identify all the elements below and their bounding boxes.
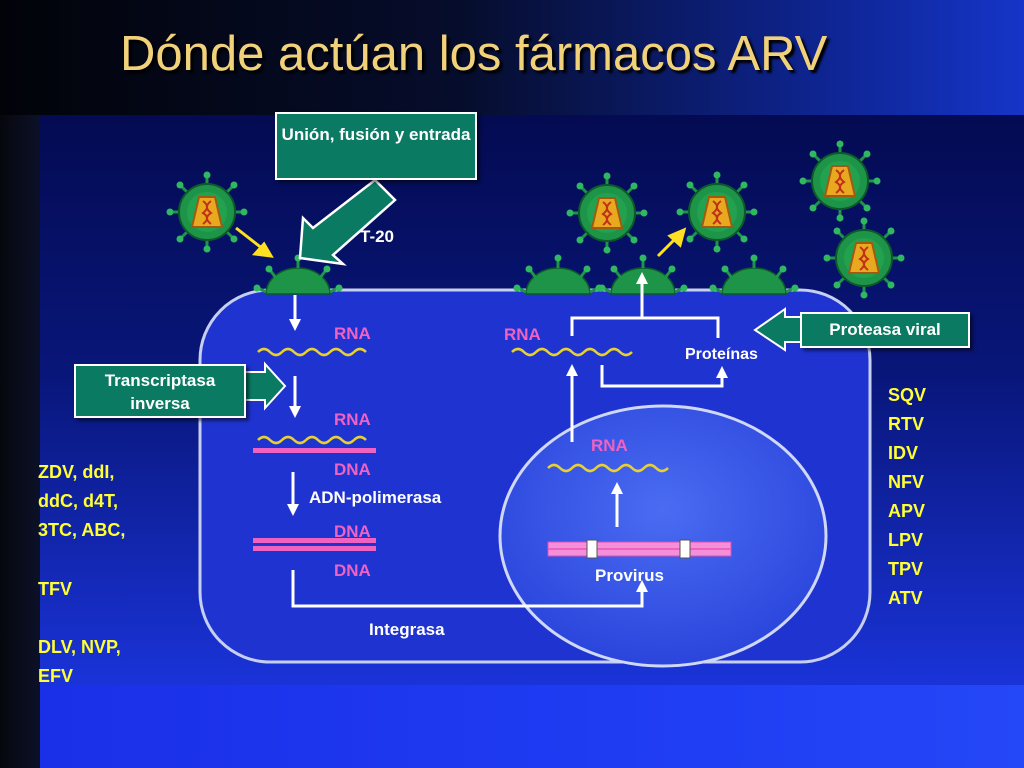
drugs-nrti: ZDV, ddI, ddC, d4T, 3TC, ABC, <box>38 462 126 540</box>
rna-entry-label: RNA <box>334 324 371 343</box>
dna-ds-label-1: DNA <box>334 522 371 541</box>
budding-virion-1 <box>512 253 604 296</box>
nucleus <box>498 404 828 668</box>
adn-polimerasa-label: ADN-polimerasa <box>309 488 442 507</box>
protease-box: Proteasa viral <box>800 312 970 348</box>
dna-ds-label-2: DNA <box>334 561 371 580</box>
dna-rt-label: DNA <box>334 460 371 479</box>
budding-virion-3 <box>708 253 800 296</box>
drugs-nt: TFV <box>38 579 72 599</box>
proteinas-label: Proteínas <box>685 346 758 363</box>
integrasa-label: Integrasa <box>369 620 445 639</box>
virion-released-2 <box>675 170 759 254</box>
protease-pointer <box>753 307 803 352</box>
process-arrows <box>287 272 728 608</box>
virion-released-4 <box>822 216 906 300</box>
drugs-nnrti: DLV, NVP, EFV <box>38 637 121 686</box>
slide-title: Dónde actúan los fármacos ARV <box>120 27 828 81</box>
rna-cytoplasm-label: RNA <box>504 325 541 344</box>
yellow-arrows <box>235 226 687 258</box>
rna-rt-label: RNA <box>334 410 371 429</box>
entry-arrow <box>298 178 397 266</box>
drugs-protease-inhibitors: SQV RTV IDV NFV APV LPV TPV ATV <box>888 385 927 608</box>
virion-incoming <box>165 170 249 254</box>
rt-pointer <box>242 361 287 411</box>
virion-released-3 <box>798 139 882 223</box>
entry-box: Unión, fusión y entrada <box>275 112 477 180</box>
dna-strands <box>253 448 732 559</box>
t20-label: T-20 <box>360 227 395 246</box>
rna-strands <box>257 347 669 473</box>
rna-nucleus-label: RNA <box>591 436 628 455</box>
provirus-label: Provirus <box>595 566 664 585</box>
virion-released-1 <box>565 171 649 255</box>
rt-box: Transcriptasa inversa <box>74 364 246 418</box>
header-band <box>0 0 1024 115</box>
